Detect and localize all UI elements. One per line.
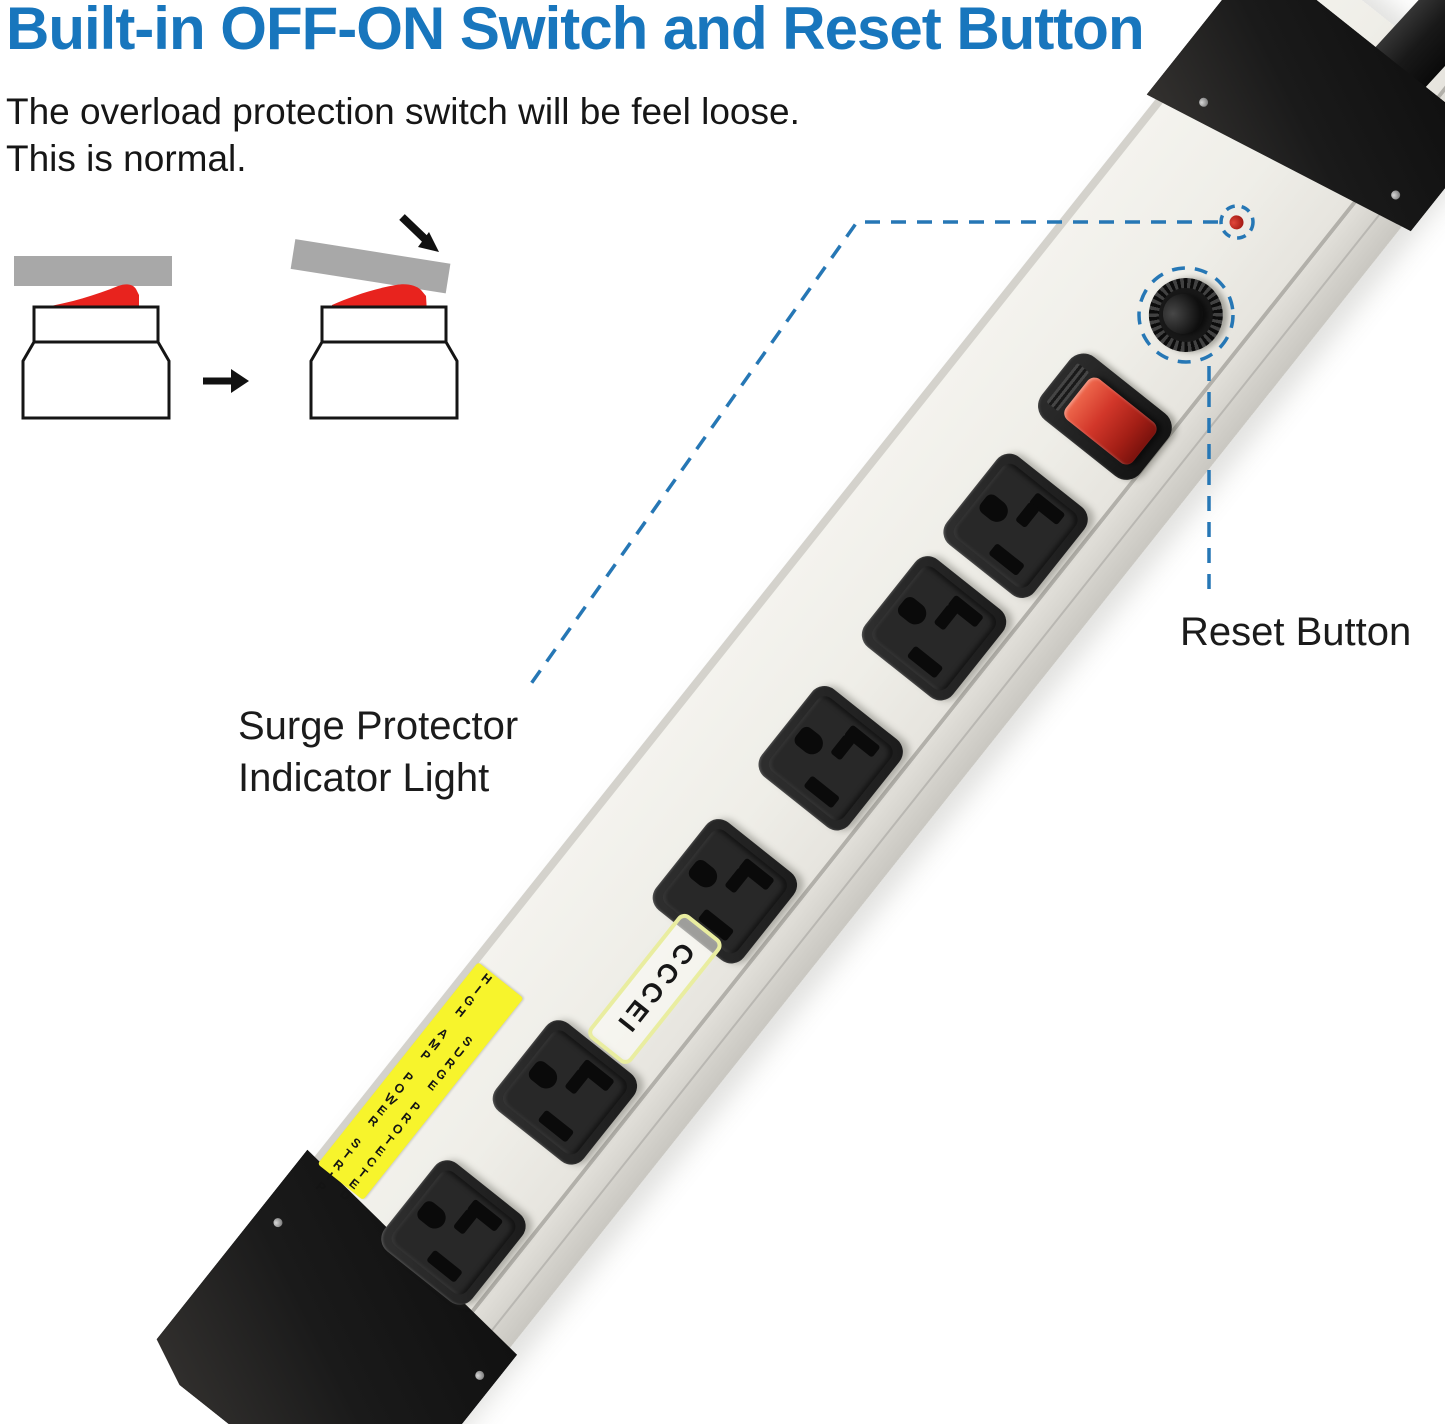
reset-button-label: Reset Button — [1180, 610, 1412, 654]
switch-body-base — [21, 340, 171, 420]
cover-plate-tilted — [290, 239, 451, 294]
surge-indicator-label: Surge Protector Indicator Light — [238, 700, 518, 804]
subtitle-line-2: This is normal. — [6, 138, 247, 179]
switch-body-base — [309, 340, 459, 420]
page-title: Built-in OFF-ON Switch and Reset Button — [6, 0, 1145, 62]
switch-diagram-covered — [14, 256, 172, 420]
surge-label-line-2: Indicator Light — [238, 756, 490, 800]
subtitle: The overload protection switch will be f… — [6, 88, 800, 182]
transition-arrow-icon — [203, 369, 249, 393]
switch-body-top — [320, 305, 448, 344]
reset-dashed-circle — [1137, 266, 1235, 364]
subtitle-line-1: The overload protection switch will be f… — [6, 91, 800, 132]
surge-label-line-1: Surge Protector — [238, 704, 519, 748]
indicator-dashed-circle — [1219, 204, 1255, 240]
press-arrow-icon — [399, 214, 439, 252]
switch-loose-diagram — [14, 214, 459, 420]
indicator-callout-line — [526, 220, 1218, 690]
cover-plate — [14, 256, 172, 286]
switch-diagram-lifted — [290, 214, 459, 420]
